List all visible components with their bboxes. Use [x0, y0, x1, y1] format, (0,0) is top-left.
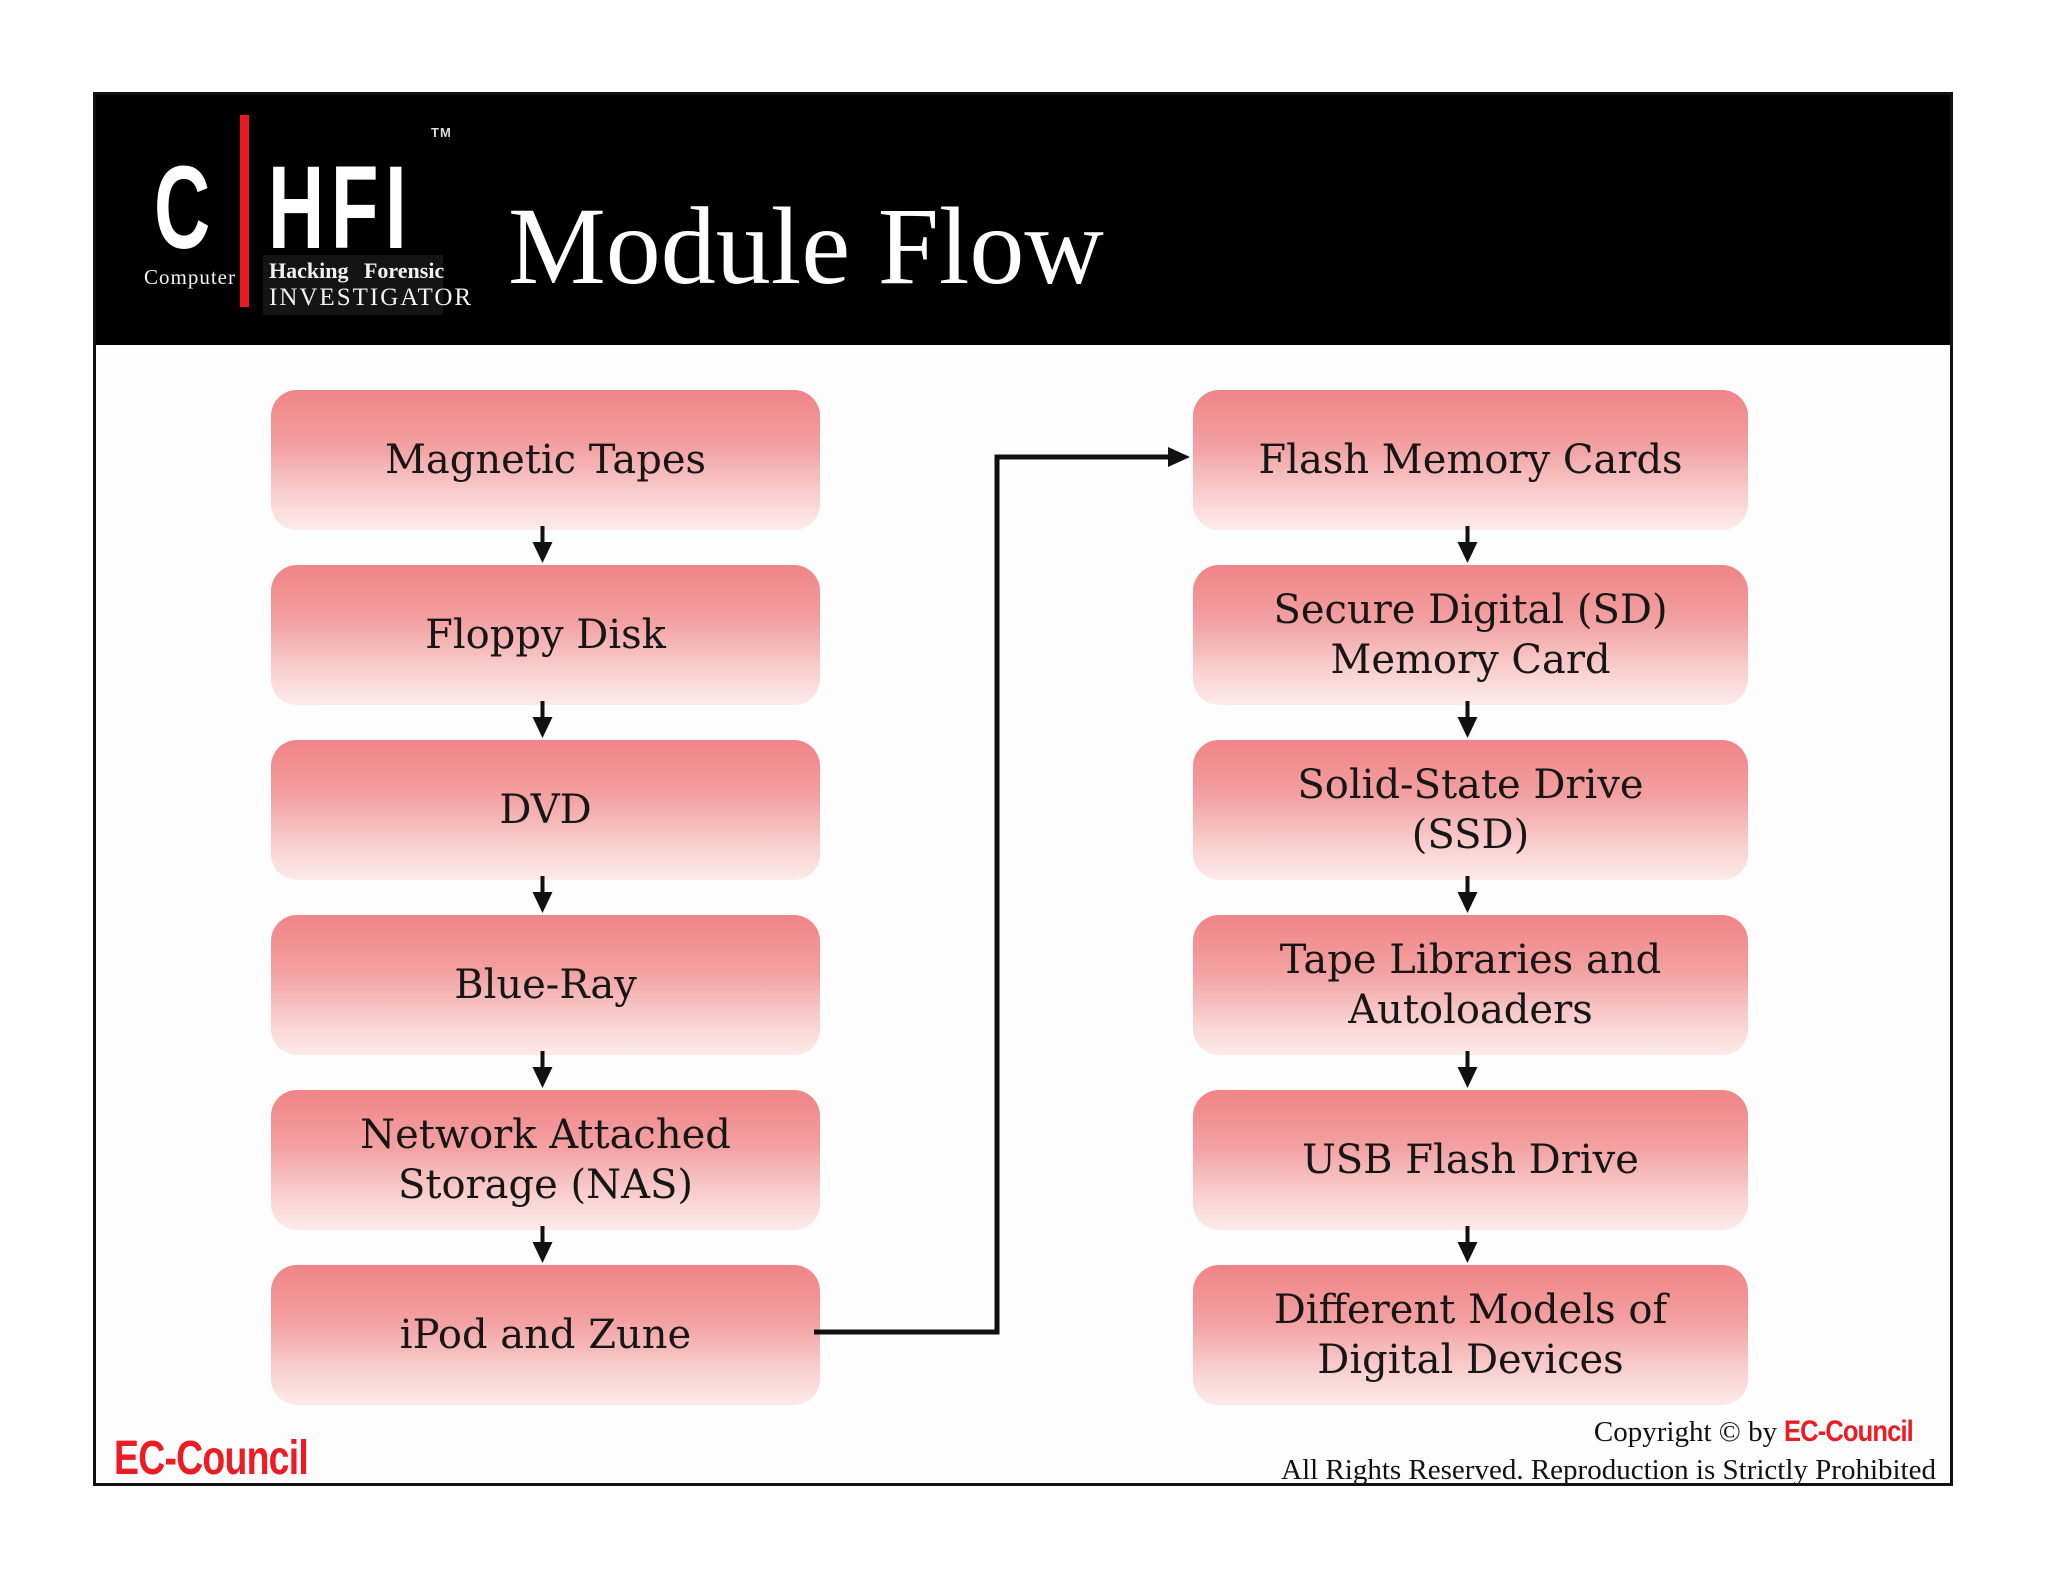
flow-box-tape-libraries: Tape Libraries and Autoloaders: [1193, 915, 1748, 1055]
slide-frame: C HFI TM Computer Hacking Forensic INVES…: [93, 92, 1953, 1486]
flow-box-digital-device-models: Different Models of Digital Devices: [1193, 1265, 1748, 1405]
copyright-line2: All Rights Reserved. Reproduction is Str…: [1281, 1454, 1936, 1486]
logo-subtitle-panel: Hacking Forensic INVESTIGATOR: [263, 255, 474, 315]
flow-box-floppy-disk: Floppy Disk: [271, 565, 820, 705]
flow-box-magnetic-tapes: Magnetic Tapes: [271, 390, 820, 530]
flow-box-ipod-and-zune: iPod and Zune: [271, 1265, 820, 1405]
copyright-brand: EC-Council: [1784, 1415, 1914, 1448]
copyright-line1: Copyright © by EC-Council: [1281, 1413, 1936, 1451]
logo-letter-c: C: [154, 142, 217, 274]
logo-letters-hfi: HFI: [268, 142, 414, 274]
logo-subtitle-line1: Hacking Forensic: [269, 258, 445, 283]
flow-box-flash-memory-cards: Flash Memory Cards: [1193, 390, 1748, 530]
header-bar: C HFI TM Computer Hacking Forensic INVES…: [96, 95, 1950, 345]
page-title: Module Flow: [508, 185, 1104, 307]
logo-red-bar: [240, 115, 249, 307]
ec-council-logo: EC-Council: [114, 1432, 309, 1485]
flow-box-blue-ray: Blue-Ray: [271, 915, 820, 1055]
flow-box-usb-flash-drive: USB Flash Drive: [1193, 1090, 1748, 1230]
flow-box-sd-memory-card: Secure Digital (SD) Memory Card: [1193, 565, 1748, 705]
logo-computer-label: Computer: [144, 265, 236, 289]
cross-column-connector: [814, 447, 1190, 1335]
logo-subtitle-line2: INVESTIGATOR: [269, 284, 474, 311]
flow-box-solid-state-drive: Solid-State Drive (SSD): [1193, 740, 1748, 880]
copyright-prefix: Copyright © by: [1593, 1416, 1785, 1448]
copyright-notice: Copyright © by EC-Council All Rights Res…: [1281, 1413, 1936, 1489]
flow-box-dvd: DVD: [271, 740, 820, 880]
flow-box-network-attached-storage: Network Attached Storage (NAS): [271, 1090, 820, 1230]
trademark-mark: TM: [431, 125, 452, 140]
